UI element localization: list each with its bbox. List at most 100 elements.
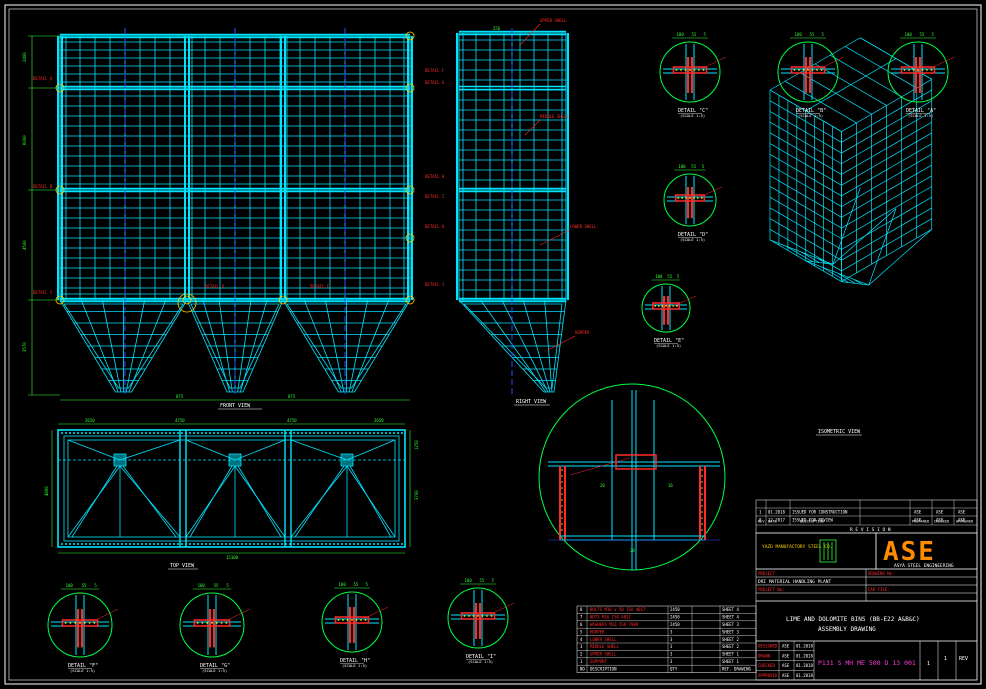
svg-text:2400: 2400 [22,52,27,62]
bom-no: 6 [580,622,583,627]
detail-tag: DETAIL F [425,68,445,73]
bom-qty: 2450 [670,607,680,612]
detail-title: DETAIL "F" [68,663,98,669]
detail-scale: (SCALE 1:5) [908,113,933,118]
detail-scale: (SCALE 1:5) [342,663,367,668]
bom-qty: 3 [670,637,673,642]
dim-text: 20 [600,483,605,488]
sign-name: ASE [782,673,790,678]
svg-text:3570: 3570 [22,342,27,352]
company-name: ASYA STEEL ENGINEERING [894,563,954,569]
dim-text: 100 [677,32,685,37]
revision-cell: ISSUED FOR REVIEW [792,518,834,523]
revision-header: PREPARED [912,520,929,524]
sign-name: ASE [782,653,790,658]
sheet-number: 1 [927,661,930,667]
dim-text: 4750 [287,418,297,423]
dim-text: 55 [82,583,87,588]
revision-cell: 0 [759,518,762,523]
dim-text: 100 [678,164,686,169]
revision-title: R E V I S I O N [850,527,891,533]
bom-header: NO [580,666,585,671]
dim-text: 100 [66,583,74,588]
dim-text: 2650 [374,418,384,423]
revision-cell: ASE [936,518,944,523]
detail-tag: DETAIL D [205,284,225,289]
view-title: RIGHT VIEW [516,399,547,405]
dim-text: 55 [691,164,696,169]
dim-text: 100 [465,578,473,583]
detail-title: DETAIL "C" [678,108,708,114]
detail-marker [55,83,65,93]
detail-scale: (SCALE 1:5) [798,113,823,118]
right-view: 256 UPPER SHELL MIDDLE SHELL LOWER SHELL… [456,18,597,406]
cad-file-label: CAD FILE: [868,587,890,592]
dim-text: 100 [795,32,803,37]
outer-border [4,4,982,685]
detail-scale: (SCALE 1:5) [202,668,227,673]
dim-text: 5 [702,164,705,169]
dim-text: 15300 [226,555,239,560]
bom-ref: SHEET 3 [722,622,739,627]
dim-text: 100 [905,32,913,37]
bom-desc: SUPPORT [590,659,607,664]
detail-marker [405,185,415,195]
detail-title: DETAIL "H" [340,658,370,664]
bom-desc: HOPPER [590,629,605,634]
dim-text: 100 [655,274,663,279]
bom-no: 2 [580,652,583,657]
dim-text: 55 [354,582,359,587]
revision-cell: ASE [958,510,966,515]
revision-header: CHECKED [934,520,949,524]
revision-cell: ISSUED FOR CONSTRUCTION [792,510,848,515]
detail-title: DETAIL "I" [466,654,496,660]
detail-tag: DETAIL B [33,184,53,189]
title-block: 1 01.2018 ISSUED FOR CONSTRUCTION ASE ASE ASE… [755,499,978,681]
dim-text: 5 [492,578,495,583]
bom-qty: 3 [670,644,673,649]
dim-text: 100 [198,583,206,588]
view-title: FRONT VIEW [220,403,251,409]
revision-header: APPROVED [956,520,973,524]
bom-header: REF. DRAWING [722,666,751,671]
detail-title: DETAIL "G" [200,663,230,669]
sign-date: 01.2018 [796,673,813,678]
bom-desc: UPPER SHELL [590,652,617,657]
bom-desc: NUTS M16 ISO 4032 [590,615,632,620]
detail-title: DETAIL "D" [678,232,708,238]
drawing-number: P131 S MH ME 500 D 13 001 [818,659,916,667]
dim-text: 875 [288,394,296,399]
bom-desc: WASHERS M16 ISO 7089 [590,622,639,627]
bom-qty: 2450 [670,615,680,620]
bom-ref: SHEET 2 [722,637,739,642]
dim-text: 100 [339,582,347,587]
bom-desc: BOLTS M16 x 50 ISO 4017 [590,607,646,612]
sign-role: DRAWN [758,653,771,658]
dim-text: 16 [668,483,673,488]
revision-cell: 01.2018 [768,510,785,515]
bom-ref: SHEET 4 [722,615,739,620]
dim-text: 5 [932,32,935,37]
revision-cell: ASE [958,518,966,523]
bom-header: QTY [670,666,678,671]
detail-marker [278,295,288,305]
revision-header: DESCRIPTION [800,520,824,524]
detail-marker [55,295,65,305]
detail-marker [55,185,65,195]
detail-scale: (SCALE 1:5) [656,343,681,348]
